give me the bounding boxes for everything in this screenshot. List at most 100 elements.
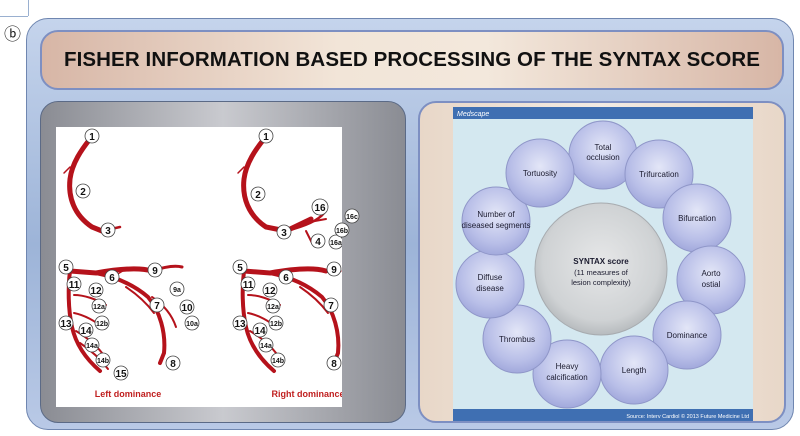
segment-label-2b: 2 [255, 190, 261, 201]
segment-label-6: 6 [109, 273, 115, 284]
caption-left-dominance: Left dominance [95, 389, 162, 399]
segment-marker-16 [311, 198, 329, 216]
segment-marker-5 [58, 259, 74, 275]
segment-marker-6 [104, 269, 120, 285]
segment-label-10: 10 [181, 303, 193, 314]
segment-label-12a: 12a [93, 304, 105, 311]
center-sub-line1: (11 measures of [574, 268, 629, 277]
bubble-heavy-line1: Heavy [556, 362, 579, 371]
segment-label-6b: 6 [283, 273, 289, 284]
segment-marker-11 [66, 276, 82, 292]
segment-label-16: 16 [314, 203, 326, 214]
segment-marker-9 [147, 262, 163, 278]
segment-label-8: 8 [170, 359, 176, 370]
segment-marker-16c-b [344, 208, 360, 224]
center-sub-line2: lesion complexity) [571, 278, 631, 287]
bubble-total-line1: Total [595, 143, 612, 152]
segment-marker-13b [232, 315, 248, 331]
segment-label-14a: 14a [86, 343, 98, 350]
bubble-aorto-line2: ostial [702, 280, 721, 289]
segment-label-13: 13 [60, 319, 72, 330]
bubble-heavy-calcification [532, 339, 602, 409]
segment-label-1: 1 [89, 132, 95, 143]
segment-marker-14 [78, 322, 94, 338]
bubble-bifurcation-label: Bifurcation [678, 214, 716, 223]
segment-label-1b: 1 [263, 132, 269, 143]
corner-guide-vertical [28, 0, 29, 16]
segment-marker-16a [328, 234, 342, 250]
segment-label-14b: 14b [97, 358, 109, 365]
segment-label-8b: 8 [331, 359, 337, 370]
segment-marker-1 [84, 128, 100, 144]
segment-label-11: 11 [69, 280, 80, 291]
segment-marker-12bb [268, 315, 284, 331]
segment-marker-6b [278, 269, 294, 285]
segment-marker-14ab [258, 337, 274, 353]
segment-marker-9b [326, 261, 342, 277]
segment-label-4: 4 [315, 237, 321, 248]
segment-marker-8 [165, 355, 181, 371]
segment-label-13b: 13 [234, 319, 246, 330]
segment-label-3b: 3 [281, 228, 287, 239]
slide-title: FISHER INFORMATION BASED PROCESSING OF T… [63, 48, 761, 71]
segment-marker-12ab [265, 298, 281, 314]
segment-label-14bb: 14b [272, 358, 284, 365]
segment-marker-14bb [270, 352, 286, 368]
segment-label-9b: 9 [331, 265, 337, 276]
segment-marker-14a [84, 337, 100, 353]
segment-marker-12c [262, 282, 278, 298]
segment-marker-8b [326, 355, 342, 371]
segment-label-3: 3 [105, 226, 111, 237]
segment-label-10a: 10a [186, 321, 198, 328]
segment-marker-10 [179, 299, 195, 315]
bubble-number-diseased-segments [461, 186, 531, 256]
segment-labels-overflow: 16c 16b [334, 208, 360, 238]
bubble-dominance [652, 300, 722, 370]
bubble-number-line2: diseased segments [462, 221, 531, 230]
segment-label-16c: 16c [346, 214, 358, 221]
bubble-total-line2: occlusion [586, 153, 619, 162]
segment-label-14: 14 [80, 326, 92, 337]
segment-label-7: 7 [154, 301, 160, 312]
segment-label-11b: 11 [243, 280, 254, 291]
segment-label-16a: 16a [330, 240, 342, 247]
title-banner: FISHER INFORMATION BASED PROCESSING OF T… [40, 30, 784, 90]
segment-label-14c: 14 [254, 326, 266, 337]
bubble-number-line1: Number of [477, 210, 515, 219]
segment-marker-3 [100, 222, 116, 238]
segment-label-12ab: 12a [267, 304, 279, 311]
segment-label-12: 12 [90, 286, 102, 297]
center-title: SYNTAX score [573, 257, 629, 266]
brand-bar [453, 107, 753, 119]
segment-marker-12b [94, 315, 110, 331]
segment-marker-4 [310, 233, 326, 249]
segment-label-12bb: 12b [270, 321, 282, 328]
segment-marker-10a [184, 315, 200, 331]
coronary-segment-diagram: 1 2 3 1 2 3 4 16 16a [56, 127, 342, 407]
segment-marker-5b [232, 259, 248, 275]
bubble-aorto-line1: Aorto [701, 269, 721, 278]
segment-marker-2 [75, 183, 91, 199]
segment-marker-11b [240, 276, 256, 292]
segment-label-5b: 5 [237, 263, 243, 274]
segment-marker-16b-b [334, 222, 350, 238]
syntax-score-diagram: Medscape Source: Interv Cardiol © 2013 F… [453, 107, 753, 421]
segment-label-9a: 9a [173, 287, 181, 294]
segment-label-9: 9 [152, 266, 158, 277]
segment-marker-14c [252, 322, 268, 338]
caption-right-dominance: Right dominance [271, 389, 342, 399]
segment-marker-14b [95, 352, 111, 368]
corner-guide-horizontal [0, 16, 28, 17]
bubble-tortuosity [505, 138, 575, 208]
bubble-tortuosity-label: Tortuosity [523, 169, 557, 178]
segment-label-5: 5 [63, 263, 69, 274]
segment-marker-3b [276, 224, 292, 240]
center-circle [534, 202, 668, 336]
segment-label-14ab: 14a [260, 343, 272, 350]
bubble-trifurcation-label: Trifurcation [639, 170, 679, 179]
segment-marker-12 [88, 282, 104, 298]
segment-label-12c: 12 [264, 286, 276, 297]
segment-label-15: 15 [115, 369, 127, 380]
brand-label: Medscape [457, 111, 489, 118]
segment-label-7b: 7 [328, 301, 334, 312]
